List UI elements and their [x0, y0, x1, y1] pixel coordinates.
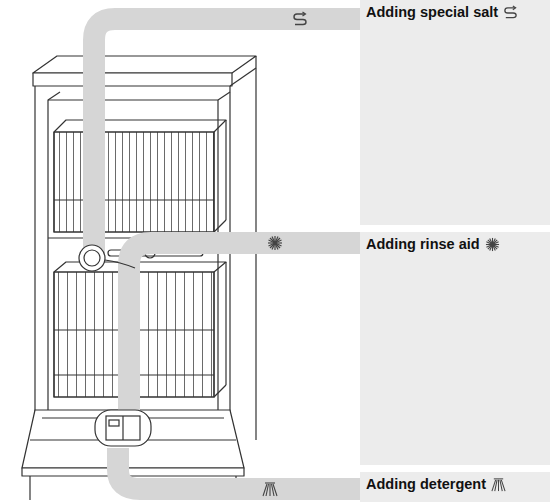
detergent-dispenser: [95, 410, 151, 446]
heading-symbol: [503, 5, 518, 20]
heading-symbol: [485, 237, 500, 252]
heading-text: Adding special salt: [366, 4, 498, 20]
panel-heading: Adding rinse aid: [360, 232, 550, 256]
heading-symbol: [491, 477, 506, 492]
heading-text: Adding rinse aid: [366, 236, 480, 252]
panel-heading: Adding detergent: [360, 472, 550, 496]
salt-container-cap: [79, 245, 135, 271]
instruction-panel: Adding rinse aid: [360, 232, 550, 465]
heading-text: Adding detergent: [366, 476, 486, 492]
detergent-symbol: [263, 483, 277, 496]
instruction-panel: Adding detergent: [360, 472, 550, 502]
callout-band: [94, 19, 362, 489]
panel-heading: Adding special salt: [360, 0, 550, 24]
rinse-aid-symbol: [268, 236, 282, 250]
salt-symbol: [294, 12, 306, 25]
instruction-panel: Adding special salt: [360, 0, 550, 225]
